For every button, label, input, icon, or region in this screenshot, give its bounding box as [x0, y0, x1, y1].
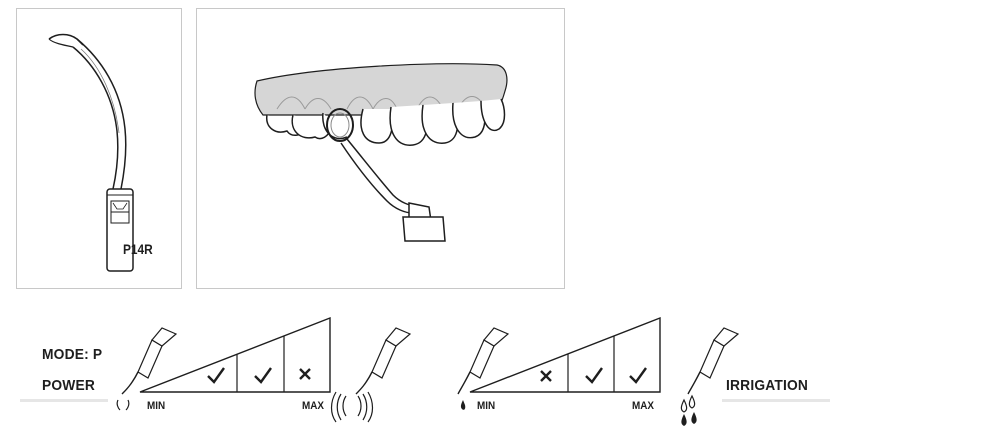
power-min-label: MIN: [147, 400, 166, 412]
teeth-usage-drawing: [254, 63, 508, 242]
irrigation-max-label: MAX: [632, 400, 655, 412]
water-drop-icon: [460, 400, 466, 410]
vibration-icon: [330, 391, 374, 423]
handpiece-icon: [457, 327, 510, 395]
handpiece-icon: [355, 327, 412, 395]
tip-model-code: P14R: [123, 241, 153, 257]
scales-drawing: [116, 316, 740, 426]
mode-label: MODE: P: [42, 346, 103, 363]
usage-illustration-panel: [196, 8, 565, 289]
power-label: POWER: [42, 377, 96, 394]
handpiece-icon: [121, 327, 178, 395]
power-scale-chart: [139, 316, 331, 393]
tip-illustration-panel: P14R: [16, 8, 182, 289]
check-icon: [254, 367, 272, 384]
check-icon: [207, 367, 225, 384]
power-underline: [20, 399, 108, 402]
check-icon: [585, 367, 603, 384]
cross-icon: [540, 370, 552, 382]
power-max-label: MAX: [302, 400, 325, 412]
irrigation-min-label: MIN: [477, 400, 496, 412]
irrigation-underline: [722, 399, 830, 402]
check-icon: [629, 367, 647, 384]
water-drop-icon: [680, 394, 697, 426]
scaler-tip-drawing: [48, 33, 134, 272]
irrigation-scale-chart: [469, 316, 661, 393]
handpiece-icon: [687, 327, 740, 395]
vibration-icon: [116, 399, 130, 411]
cross-icon: [299, 368, 311, 380]
irrigation-label: IRRIGATION: [726, 377, 809, 394]
